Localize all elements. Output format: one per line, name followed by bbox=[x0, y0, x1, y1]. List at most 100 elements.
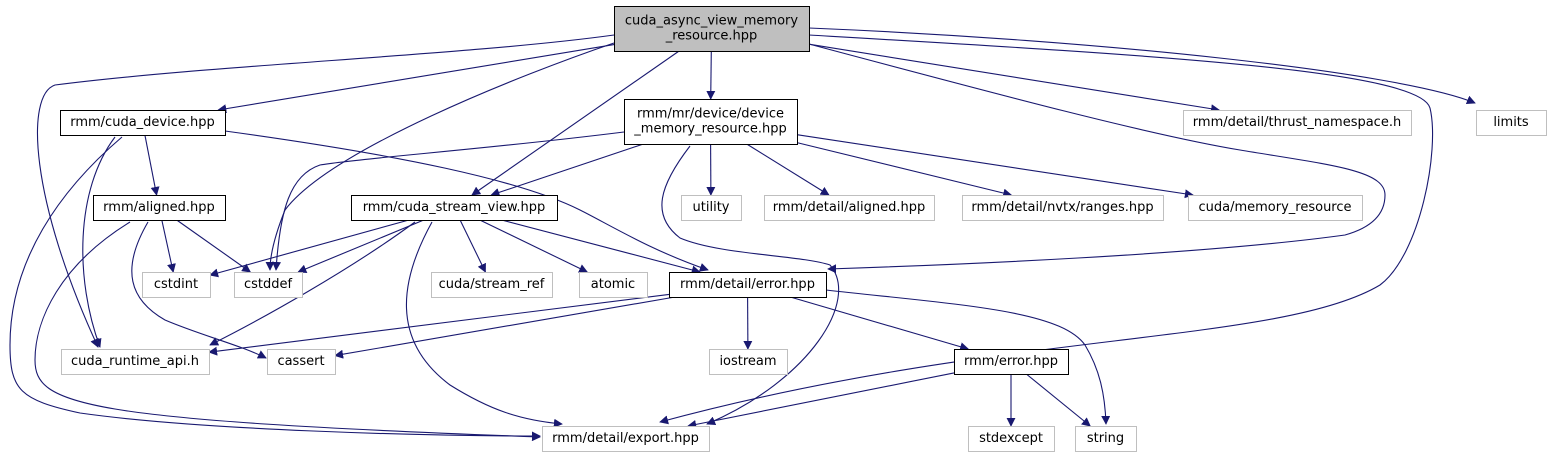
node-aligned[interactable]: rmm/aligned.hpp bbox=[93, 195, 226, 221]
edge-arrow bbox=[405, 221, 563, 428]
edge-arrow bbox=[334, 296, 676, 359]
node-iostream: iostream bbox=[709, 349, 788, 375]
node-box bbox=[142, 272, 211, 298]
edge-device_mr-to-nvtx bbox=[796, 142, 1013, 198]
edge-stream_view-to-cstddef bbox=[297, 219, 425, 274]
edge-arrow bbox=[209, 219, 410, 278]
edge-arrow bbox=[459, 219, 486, 273]
node-label: limits bbox=[1493, 115, 1529, 130]
node-box bbox=[542, 426, 710, 452]
edge-arrow bbox=[297, 219, 425, 274]
node-nvtx: rmm/detail/nvtx/ranges.hpp bbox=[962, 195, 1164, 221]
edge-root-to-thrust_ns bbox=[808, 43, 1220, 114]
edge-arrow bbox=[501, 219, 701, 275]
node-cstdint: cstdint bbox=[142, 272, 211, 298]
edge-aligned-to-export bbox=[34, 221, 541, 442]
edge-arrow bbox=[687, 372, 955, 429]
edge-root-to-stream_view bbox=[471, 50, 680, 196]
node-error[interactable]: rmm/error.hpp bbox=[954, 349, 1069, 375]
node-stream-view[interactable]: rmm/cuda_stream_view.hpp bbox=[351, 195, 558, 221]
edge-cuda_device-to-export bbox=[9, 136, 541, 441]
edge-stream_view-to-stream_ref bbox=[459, 219, 486, 273]
edge-arrow bbox=[471, 50, 680, 196]
node-root[interactable]: cuda_async_view_memory_resource.hpp bbox=[614, 6, 810, 52]
edge-arrow bbox=[490, 143, 644, 197]
node-box bbox=[764, 195, 935, 221]
edge-root-to-detail_error bbox=[808, 43, 1386, 274]
edge-root-to-device_mr bbox=[706, 50, 716, 100]
node-label: utility bbox=[693, 200, 730, 215]
edge-arrow bbox=[144, 134, 160, 196]
edge-stream_view-to-detail_error bbox=[501, 219, 701, 275]
node-detail-aligned: rmm/detail/aligned.hpp bbox=[764, 195, 935, 221]
edge-arrow bbox=[661, 145, 840, 425]
edge-root-to-runtime_api bbox=[36, 34, 615, 348]
node-label: rmm/error.hpp bbox=[964, 354, 1058, 369]
edge-arrow bbox=[796, 134, 1194, 199]
edge-arrow bbox=[746, 143, 830, 196]
node-label: cuda_runtime_api.h bbox=[71, 354, 199, 369]
edge-arrow bbox=[790, 296, 970, 352]
edge-aligned-to-cassert bbox=[131, 221, 267, 359]
edge-arrow bbox=[808, 43, 1220, 114]
node-label: rmm/detail/export.hpp bbox=[552, 431, 699, 446]
node-stream-ref: cuda/stream_ref bbox=[431, 272, 553, 298]
node-box bbox=[1183, 110, 1412, 136]
dependency-edges bbox=[9, 27, 1476, 442]
edge-arrow bbox=[265, 42, 615, 271]
edge-device_mr-to-stream_view bbox=[490, 143, 644, 197]
node-box bbox=[709, 349, 788, 375]
node-box bbox=[61, 349, 210, 375]
node-export: rmm/detail/export.hpp bbox=[542, 426, 710, 452]
edge-arrow bbox=[217, 44, 615, 114]
edge-root-to-cuda_device bbox=[217, 44, 615, 114]
edge-cuda_device-to-runtime_api bbox=[82, 136, 116, 348]
node-atomic: atomic bbox=[579, 272, 648, 298]
edge-device_mr-to-detail_aligned bbox=[746, 143, 830, 196]
edge-stream_view-to-runtime_api bbox=[209, 221, 416, 346]
node-cstddef: cstddef bbox=[234, 272, 303, 298]
node-cuda-mr: cuda/memory_resource bbox=[1188, 195, 1363, 221]
node-limits: limits bbox=[1476, 110, 1547, 136]
node-detail-error[interactable]: rmm/detail/error.hpp bbox=[669, 272, 827, 298]
edge-arrow bbox=[208, 293, 670, 356]
edge-arrow bbox=[161, 219, 176, 273]
node-label: cstddef bbox=[244, 277, 293, 292]
node-box bbox=[579, 272, 648, 298]
node-device-mr[interactable]: rmm/mr/device/device_memory_resource.hpp bbox=[624, 99, 798, 145]
edge-arrow bbox=[36, 34, 615, 348]
edge-device_mr-to-export bbox=[661, 145, 840, 425]
edge-device_mr-to-cuda_mr bbox=[796, 134, 1194, 199]
node-box bbox=[1075, 426, 1137, 452]
dependency-nodes: cuda_async_view_memory_resource.hpp rmm/c… bbox=[60, 6, 1547, 452]
edge-arrow bbox=[9, 136, 541, 441]
node-box bbox=[954, 349, 1069, 375]
node-label: cuda/stream_ref bbox=[439, 277, 545, 292]
edge-arrow bbox=[808, 43, 1386, 274]
node-cuda-device[interactable]: rmm/cuda_device.hpp bbox=[60, 110, 226, 136]
edge-arrow bbox=[82, 136, 116, 348]
node-label: cassert bbox=[277, 354, 324, 369]
node-string: string bbox=[1075, 426, 1137, 452]
node-label: rmm/detail/aligned.hpp bbox=[773, 200, 926, 215]
node-box bbox=[267, 349, 336, 375]
node-label: rmm/detail/nvtx/ranges.hpp bbox=[971, 200, 1153, 215]
node-label: rmm/aligned.hpp bbox=[103, 200, 215, 215]
node-box bbox=[234, 272, 303, 298]
edge-detail_error-to-cassert bbox=[334, 296, 676, 359]
edge-arrow bbox=[479, 219, 589, 273]
node-box bbox=[93, 195, 226, 221]
edge-arrow bbox=[1025, 373, 1091, 427]
node-box bbox=[614, 6, 810, 52]
node-box bbox=[624, 99, 798, 145]
node-box bbox=[669, 272, 827, 298]
node-runtime-api: cuda_runtime_api.h bbox=[61, 349, 210, 375]
node-label: string bbox=[1087, 431, 1124, 446]
node-label: cuda/memory_resource bbox=[1198, 200, 1351, 215]
edge-arrow bbox=[796, 142, 1013, 198]
node-label: iostream bbox=[719, 354, 776, 369]
edge-arrow bbox=[209, 221, 416, 346]
edge-arrow bbox=[808, 27, 1476, 105]
node-label: rmm/detail/thrust_namespace.h bbox=[1193, 115, 1401, 130]
edge-aligned-to-cstdint bbox=[161, 219, 176, 273]
